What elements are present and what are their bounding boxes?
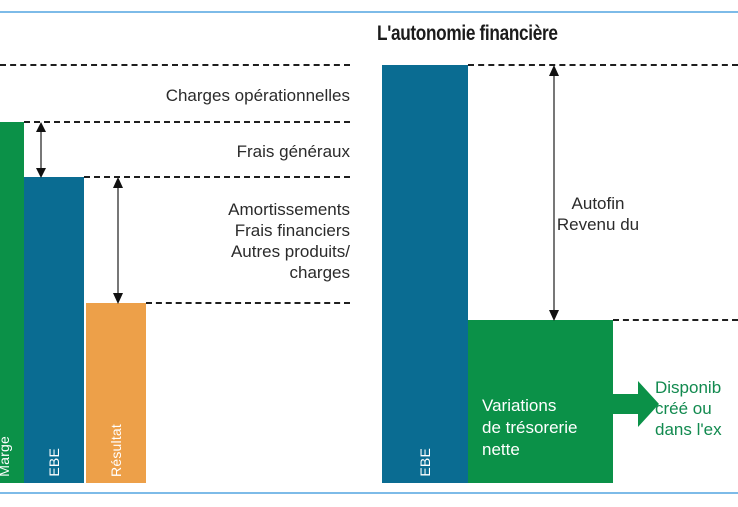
dashed-line-variations-top bbox=[613, 319, 738, 321]
arrow-amortissements bbox=[111, 177, 125, 304]
bar-ebe-autonomie: EBE bbox=[382, 65, 468, 483]
bar-ebe-rentabilite: EBE bbox=[24, 177, 84, 483]
dashed-line-resultat bbox=[146, 302, 350, 304]
dashed-line-chiffre-affaires bbox=[0, 64, 350, 66]
annotation-disponibilites: Disponib créé ou dans l'ex bbox=[655, 378, 722, 439]
panel-title-autonomie: L'autonomie financière bbox=[377, 22, 558, 45]
bottom-divider-rule bbox=[0, 492, 738, 494]
top-divider-rule bbox=[0, 11, 738, 13]
bar-label-ebe-autonomie: EBE bbox=[417, 448, 433, 477]
annotation-frais-generaux: Frais généraux bbox=[236, 142, 350, 161]
bar-label-ebe: EBE bbox=[46, 448, 62, 477]
bar-marge: Marge bbox=[0, 122, 24, 483]
annotation-charges-operationnelles: Charges opérationnelles bbox=[165, 86, 350, 105]
arrow-autofinancement bbox=[547, 65, 561, 321]
bar-label-resultat: Résultat bbox=[108, 424, 124, 477]
bar-resultat: Résultat bbox=[86, 303, 146, 483]
dashed-line-ebe bbox=[84, 176, 350, 178]
annotation-amortissements: Amortissements Frais financiers Autres p… bbox=[228, 200, 350, 282]
green-arrow-icon bbox=[613, 378, 659, 430]
bar-label-marge: Marge bbox=[0, 436, 12, 477]
dashed-line-marge bbox=[24, 121, 350, 123]
annotation-autofinancement: Autofin Revenu du bbox=[556, 194, 640, 234]
bar-label-variations-tresorerie: Variations de trésorerie nette bbox=[482, 396, 578, 459]
dashed-line-ebe-top bbox=[468, 64, 738, 66]
bar-variations-tresorerie: Variations de trésorerie nette bbox=[468, 320, 613, 483]
arrow-frais-generaux bbox=[34, 122, 48, 178]
